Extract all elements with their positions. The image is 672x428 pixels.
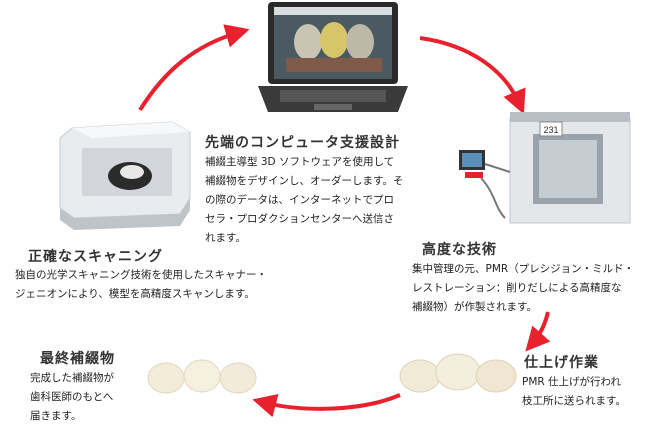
cad-title: 先端のコンピュータ支援設計 <box>205 135 400 151</box>
mill-line: 集中管理の元、PMR（プレシジョン・ミルド・ <box>412 263 635 275</box>
mill-line: 補綴物）が作製されます。 <box>412 301 537 313</box>
mill-title: 高度な技術 <box>422 242 497 258</box>
milling-machine-illustration: 231 <box>459 112 631 224</box>
cad-line: れます。 <box>205 232 246 244</box>
mill-line: レストレーション：削りだしによる高精度な <box>412 282 622 294</box>
arrow-mill-to-finish <box>525 311 551 352</box>
bridge-illustration <box>399 353 517 393</box>
cad-line: セラ・プロダクションセンターへ送信さ <box>205 213 394 225</box>
cad-line: 補綴物をデザインし、オーダーします。そ <box>205 175 404 187</box>
cad-line: 補綴主導型 3D ソフトウェアを使用して <box>205 156 395 168</box>
crowns-illustration <box>147 359 257 394</box>
deliver-description: 完成した補綴物が 歯科医師のもとへ 届きます。 <box>30 369 114 426</box>
scan-description: 独自の光学スキャニング技術を使用したスキャナー・ ジェニオンにより、模型を高精度… <box>15 266 267 304</box>
deliver-line: 完成した補綴物が <box>30 372 114 384</box>
scan-title: 正確なスキャニング <box>28 249 163 265</box>
finish-description: PMR 仕上げが行われ 枝工所に送られます。 <box>522 373 626 411</box>
deliver-title: 最終補綴物 <box>40 351 115 367</box>
deliver-line: 歯科医師のもとへ <box>30 391 114 403</box>
scanner-illustration <box>59 121 191 230</box>
scan-line: ジェニオンにより、模型を高精度スキャンします。 <box>15 288 255 300</box>
mill-description: 集中管理の元、PMR（プレシジョン・ミルド・ レストレーション：削りだしによる高… <box>412 260 634 317</box>
cad-line: の際のデータは、インターネットでプロ <box>205 194 394 206</box>
arrow-scan-to-cad <box>138 24 250 112</box>
arrow-cad-to-mill <box>419 36 526 115</box>
machine-number: 231 <box>543 125 558 135</box>
arrow-finish-to-deliver <box>252 393 401 418</box>
cad-description: 補綴主導型 3D ソフトウェアを使用して 補綴物をデザインし、オーダーします。そ… <box>205 153 403 248</box>
finish-line: PMR 仕上げが行われ <box>522 376 621 388</box>
scan-line: 独自の光学スキャニング技術を使用したスキャナー・ <box>15 269 267 281</box>
laptop-illustration <box>258 2 408 112</box>
finish-title: 仕上げ作業 <box>524 355 599 371</box>
deliver-line: 届きます。 <box>30 410 82 422</box>
finish-line: 枝工所に送られます。 <box>522 395 626 407</box>
